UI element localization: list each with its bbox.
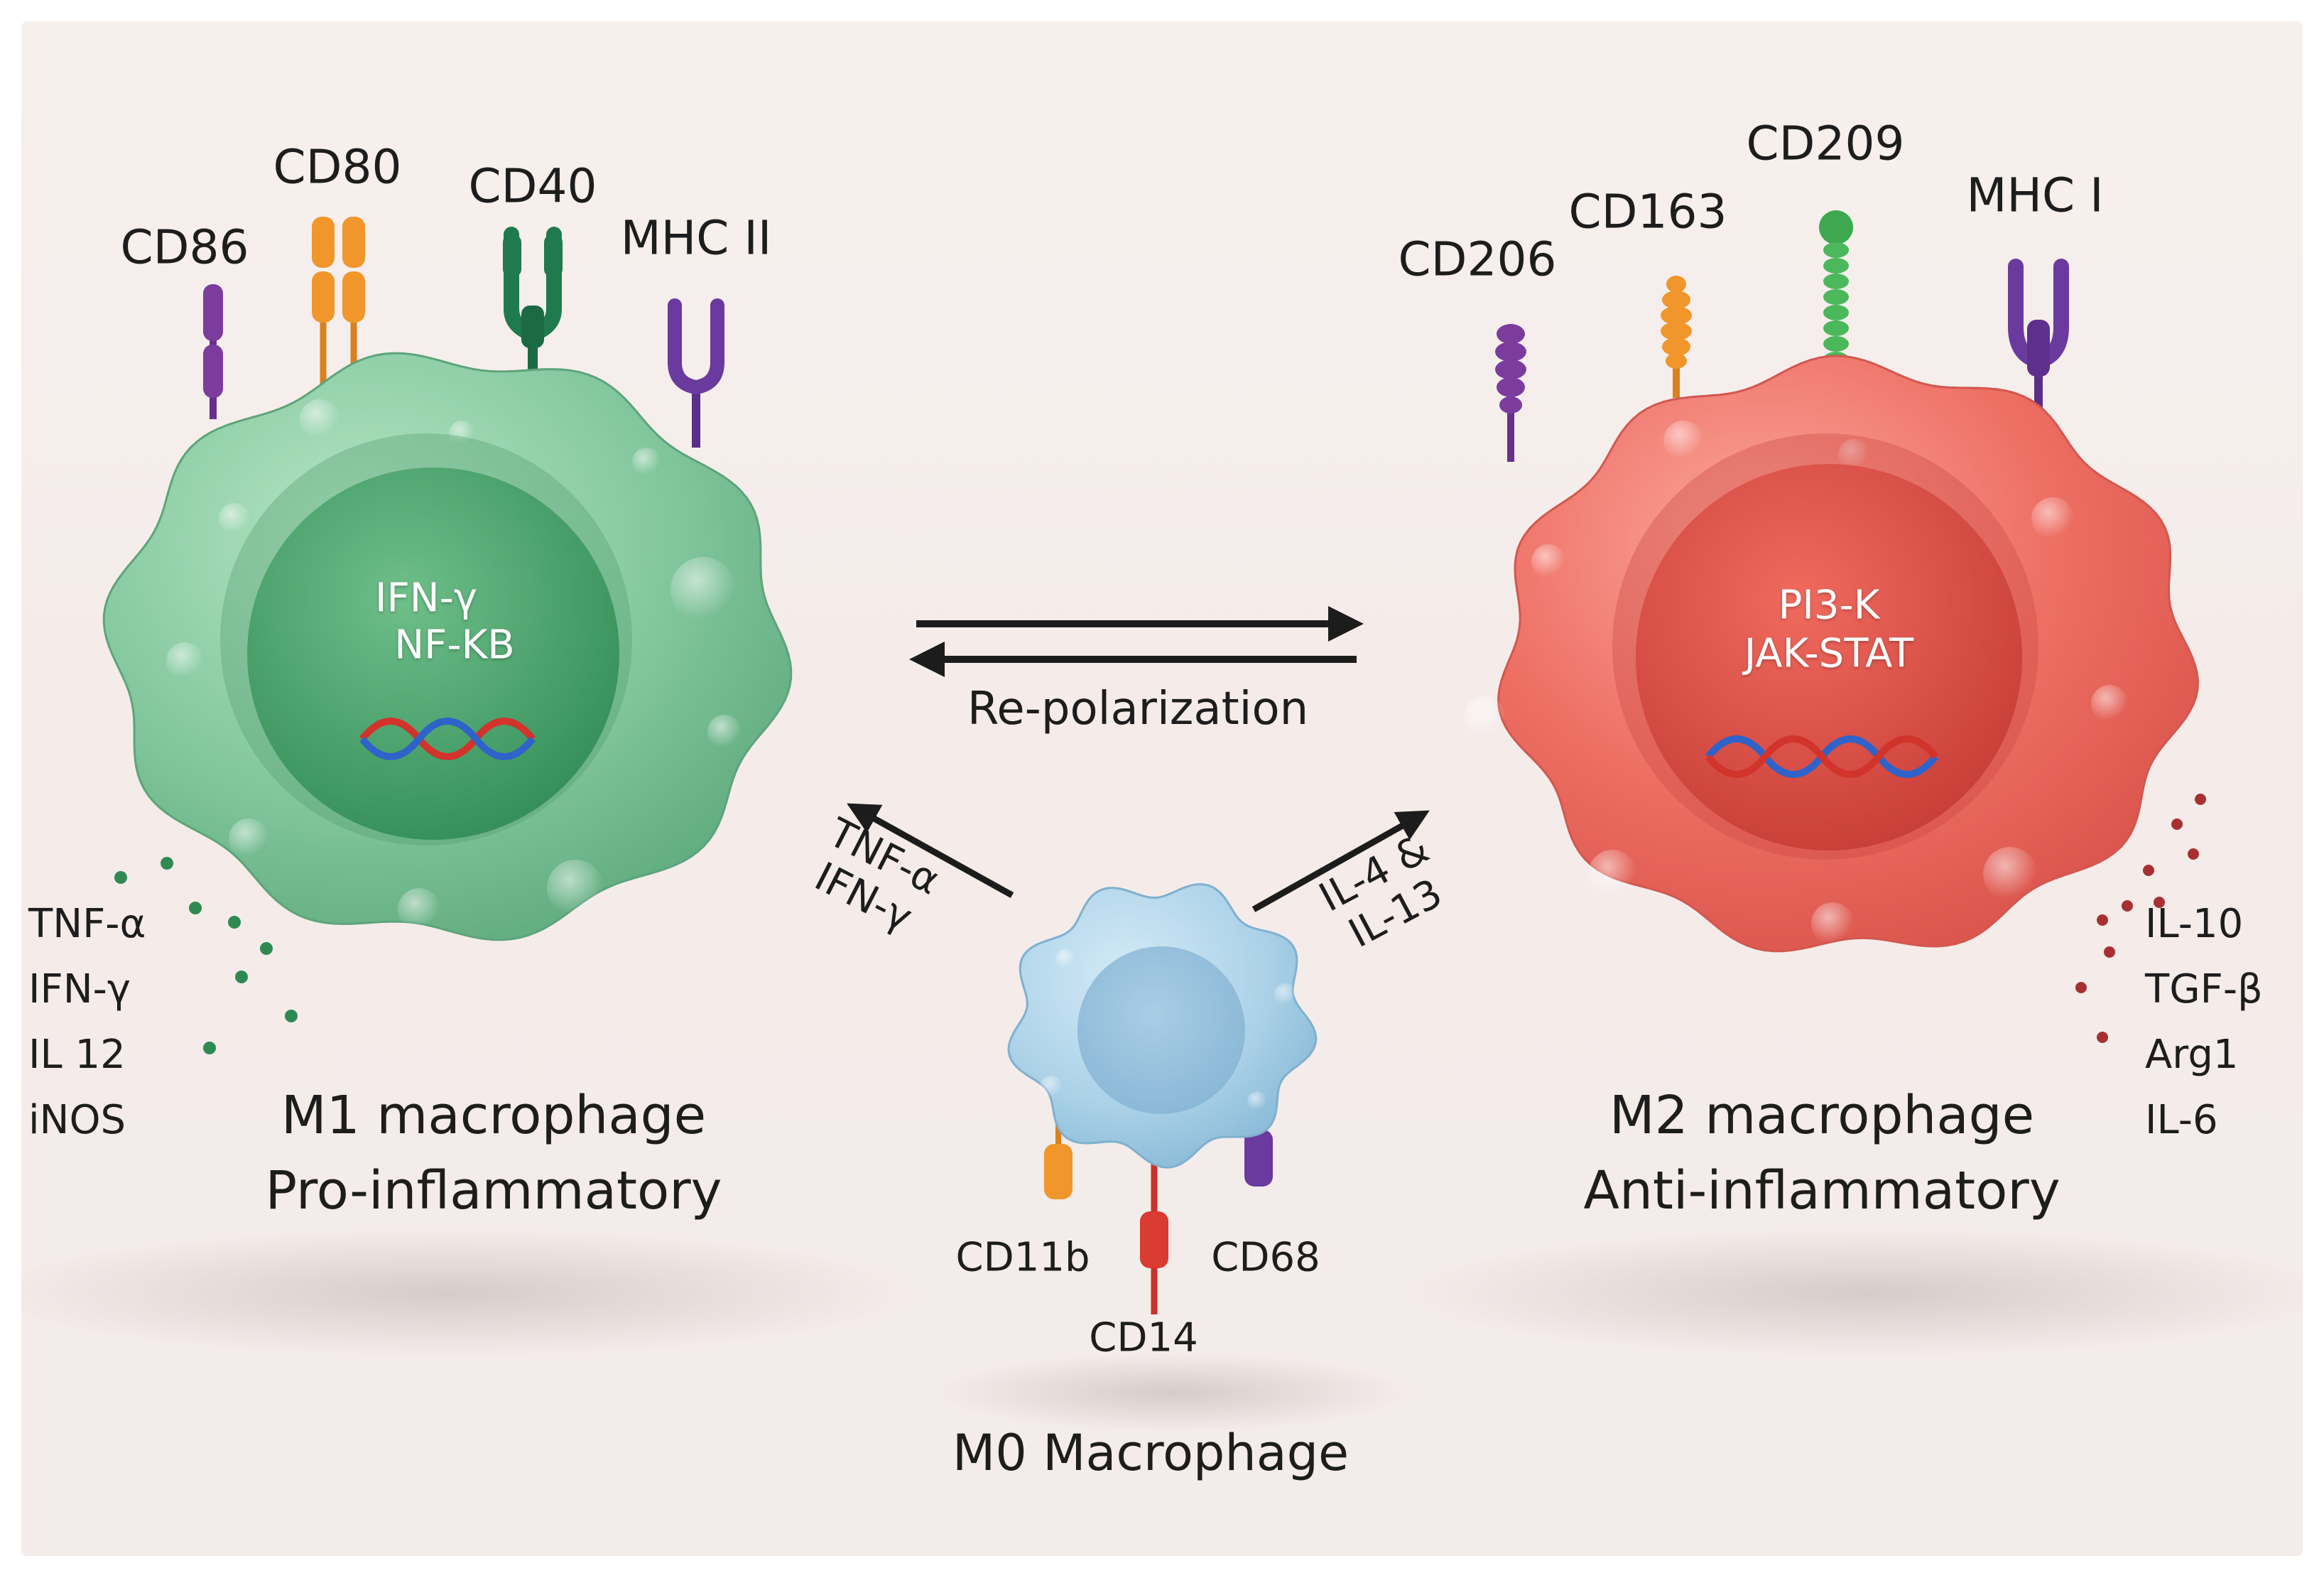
- cd86-label: CD86: [120, 220, 249, 275]
- m1-nucleus-line-1: IFN-γ: [375, 575, 477, 622]
- m1-secreted-item: iNOS: [28, 1097, 126, 1143]
- m1-shadow: [21, 1229, 909, 1357]
- m2-secreted-item: IL-10: [2145, 901, 2244, 947]
- m2-shadow: [1406, 1229, 2303, 1357]
- m1-nucleus-line-2: NF-KB: [394, 622, 515, 669]
- mhc-ii-receptor-icon: [668, 298, 724, 448]
- m1-secreted-list: TNF-α IFN-γ IL 12 iNOS: [28, 892, 146, 1153]
- m2-title: M2 macrophage: [1609, 1085, 2035, 1146]
- m2-secreted-item: IL-6: [2145, 1097, 2218, 1143]
- m1-secreted-item: TNF-α: [28, 901, 146, 947]
- cd68-label: CD68: [1211, 1234, 1320, 1281]
- cd163-label: CD163: [1568, 184, 1727, 239]
- cd206-receptor-icon: [1495, 324, 1526, 462]
- diagram-panel: CD86 CD80 CD40 MHC II IFN-γ NF-KB TNF-α …: [21, 21, 2303, 1556]
- arrow-m0-to-m2: [1251, 810, 1430, 912]
- m2-dna-icon: [1705, 735, 1938, 778]
- repolarization-arrows: [909, 606, 1364, 677]
- m1-dna-icon: [359, 718, 536, 760]
- m1-secreted-item: IL 12: [28, 1032, 126, 1078]
- m0-shadow: [938, 1353, 1406, 1432]
- cd86-receptor-icon: [203, 284, 223, 419]
- arrow-m0-to-m1: [847, 803, 1014, 898]
- m1-subtitle: Pro-inflammatory: [265, 1160, 722, 1221]
- m2-secreted-item: Arg1: [2145, 1032, 2239, 1078]
- m2-cytokine-particles: [2075, 794, 2206, 1043]
- m0-title: M0 Macrophage: [952, 1424, 1350, 1482]
- cd163-receptor-icon: [1661, 276, 1692, 398]
- m1-macrophage-cell: [102, 352, 793, 941]
- m0-nucleus: [1077, 946, 1245, 1114]
- m1-title: M1 macrophage: [281, 1085, 707, 1146]
- mhc-ii-label: MHC II: [620, 210, 772, 266]
- cd80-label: CD80: [273, 139, 402, 195]
- m2-macrophage-cell: [1463, 355, 2200, 953]
- cd40-label: CD40: [468, 158, 597, 214]
- m2-nucleus-line-1: PI3-K: [1778, 582, 1880, 629]
- m1-receptors: [203, 217, 724, 448]
- cd80-receptor-icon: [312, 217, 365, 405]
- mhc-i-label: MHC I: [1966, 168, 2104, 223]
- cd11b-label: CD11b: [955, 1234, 1090, 1281]
- cd14-label: CD14: [1089, 1314, 1198, 1361]
- cd209-label: CD209: [1746, 116, 1905, 171]
- m2-nucleus-line-2: JAK-STAT: [1744, 630, 1914, 677]
- m2-secreted-item: TGF-β: [2145, 966, 2263, 1012]
- m1-cytokine-particles: [114, 857, 298, 1054]
- m2-nucleus: [1636, 464, 2022, 850]
- cd206-label: CD206: [1398, 232, 1557, 287]
- m1-secreted-item: IFN-γ: [28, 966, 131, 1012]
- cd14-receptor-icon: [1140, 1158, 1168, 1314]
- m0-macrophage-cell: [1007, 883, 1318, 1169]
- cd40-receptor-icon: [503, 227, 563, 384]
- m2-subtitle: Anti-inflammatory: [1583, 1160, 2060, 1221]
- diagram-canvas: [21, 210, 2303, 1432]
- repolarization-label: Re-polarization: [967, 683, 1309, 735]
- m2-secreted-list: IL-10 TGF-β Arg1 IL-6: [2145, 892, 2263, 1153]
